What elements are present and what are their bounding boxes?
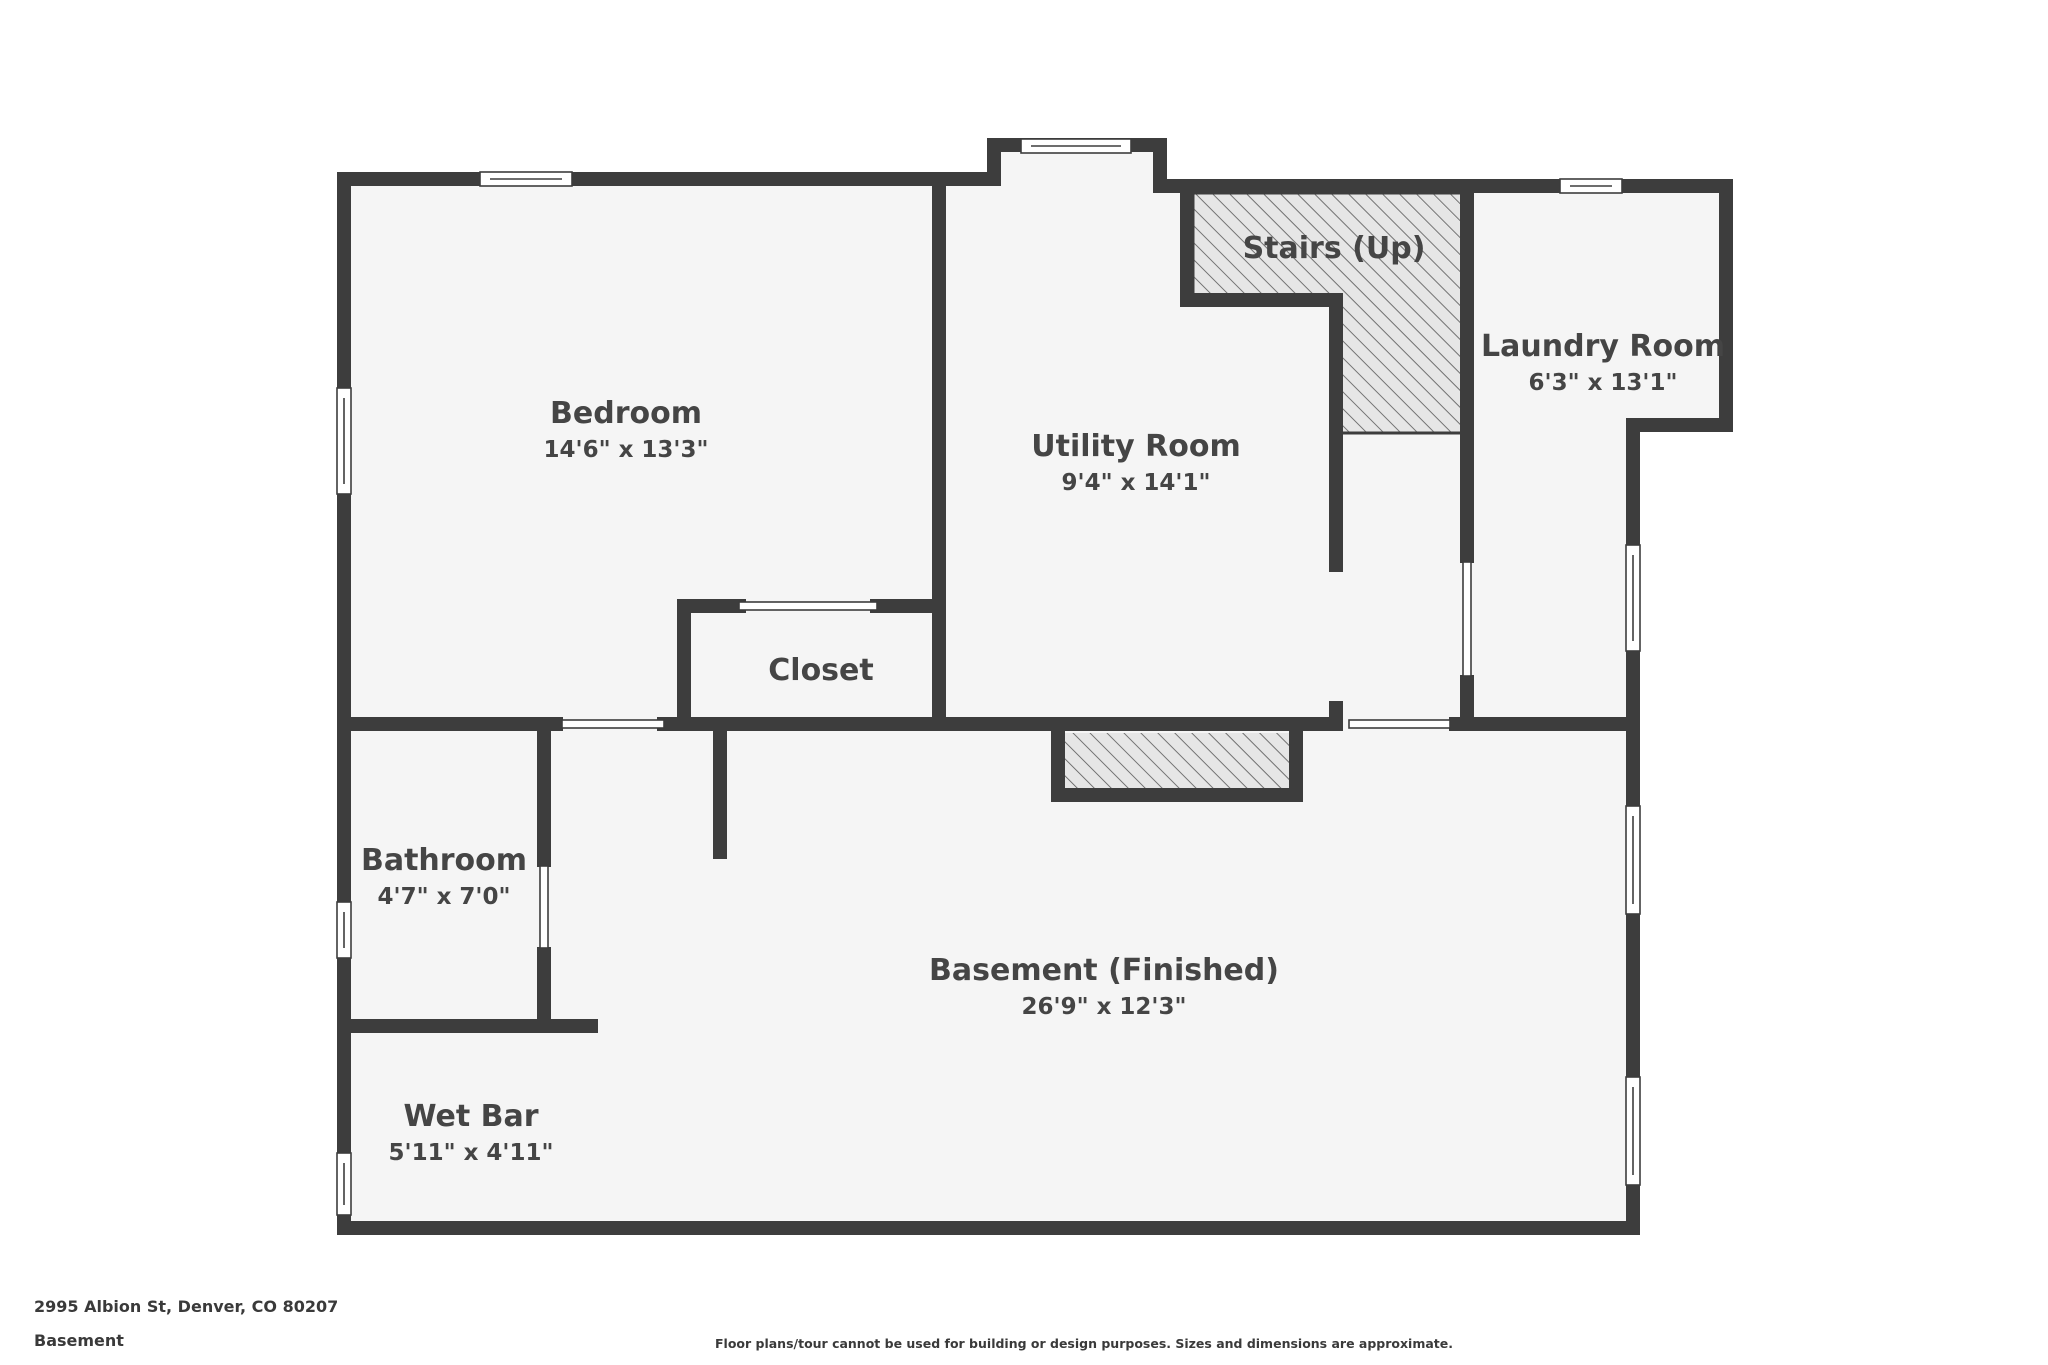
room-dim-bathroom: 4'7" x 7'0" — [378, 884, 511, 910]
room-name-bathroom: Bathroom — [361, 843, 527, 878]
window-laundry-right — [1625, 544, 1641, 652]
window-laundry-top — [1559, 178, 1623, 194]
stairs-wall — [1180, 179, 1343, 572]
window-wetbar-left — [336, 1152, 352, 1216]
room-labels: Bedroom 14'6" x 13'3" Utility Room 9'4" … — [361, 231, 1725, 1166]
doorways — [539, 561, 1472, 949]
room-name-bedroom: Bedroom — [550, 396, 702, 431]
disclaimer-text: Floor plans/tour cannot be used for buil… — [715, 1336, 1453, 1351]
window-basement-right-2 — [1625, 1076, 1641, 1186]
bathroom-door — [539, 865, 549, 949]
window-bedroom-left — [336, 387, 352, 495]
laundry-door-side — [1462, 561, 1472, 677]
room-dim-laundry: 6'3" x 13'1" — [1529, 370, 1678, 396]
room-name-basement: Basement (Finished) — [929, 953, 1279, 988]
window-utility-top — [1020, 138, 1132, 154]
room-name-closet: Closet — [768, 653, 873, 688]
floor-level-label: Basement — [34, 1331, 124, 1350]
room-name-stairs: Stairs (Up) — [1243, 231, 1426, 266]
room-dim-wet-bar: 5'11" x 4'11" — [389, 1140, 554, 1166]
window-bedroom-top — [479, 171, 573, 187]
window-bathroom-left — [336, 901, 352, 959]
room-dim-basement: 26'9" x 12'3" — [1022, 994, 1187, 1020]
windows — [336, 138, 1641, 1216]
closet-door — [738, 601, 878, 611]
exterior-wall-bottom — [337, 172, 1640, 1235]
room-name-laundry: Laundry Room — [1481, 329, 1725, 364]
window-basement-right-1 — [1625, 805, 1641, 915]
chimney-wall — [1051, 717, 1303, 802]
floor-area — [344, 143, 1721, 1228]
laundry-door-bottom — [1348, 719, 1451, 729]
chimney-hatch — [1065, 733, 1292, 790]
room-dim-bedroom: 14'6" x 13'3" — [544, 437, 709, 463]
property-address: 2995 Albion St, Denver, CO 80207 — [34, 1297, 339, 1316]
bedroom-door — [561, 719, 665, 729]
room-dim-utility: 9'4" x 14'1" — [1062, 470, 1211, 496]
room-name-wet-bar: Wet Bar — [403, 1099, 538, 1134]
walls — [337, 138, 1733, 1235]
room-name-utility: Utility Room — [1031, 429, 1240, 464]
exterior-wall-top-right — [1180, 179, 1733, 1235]
